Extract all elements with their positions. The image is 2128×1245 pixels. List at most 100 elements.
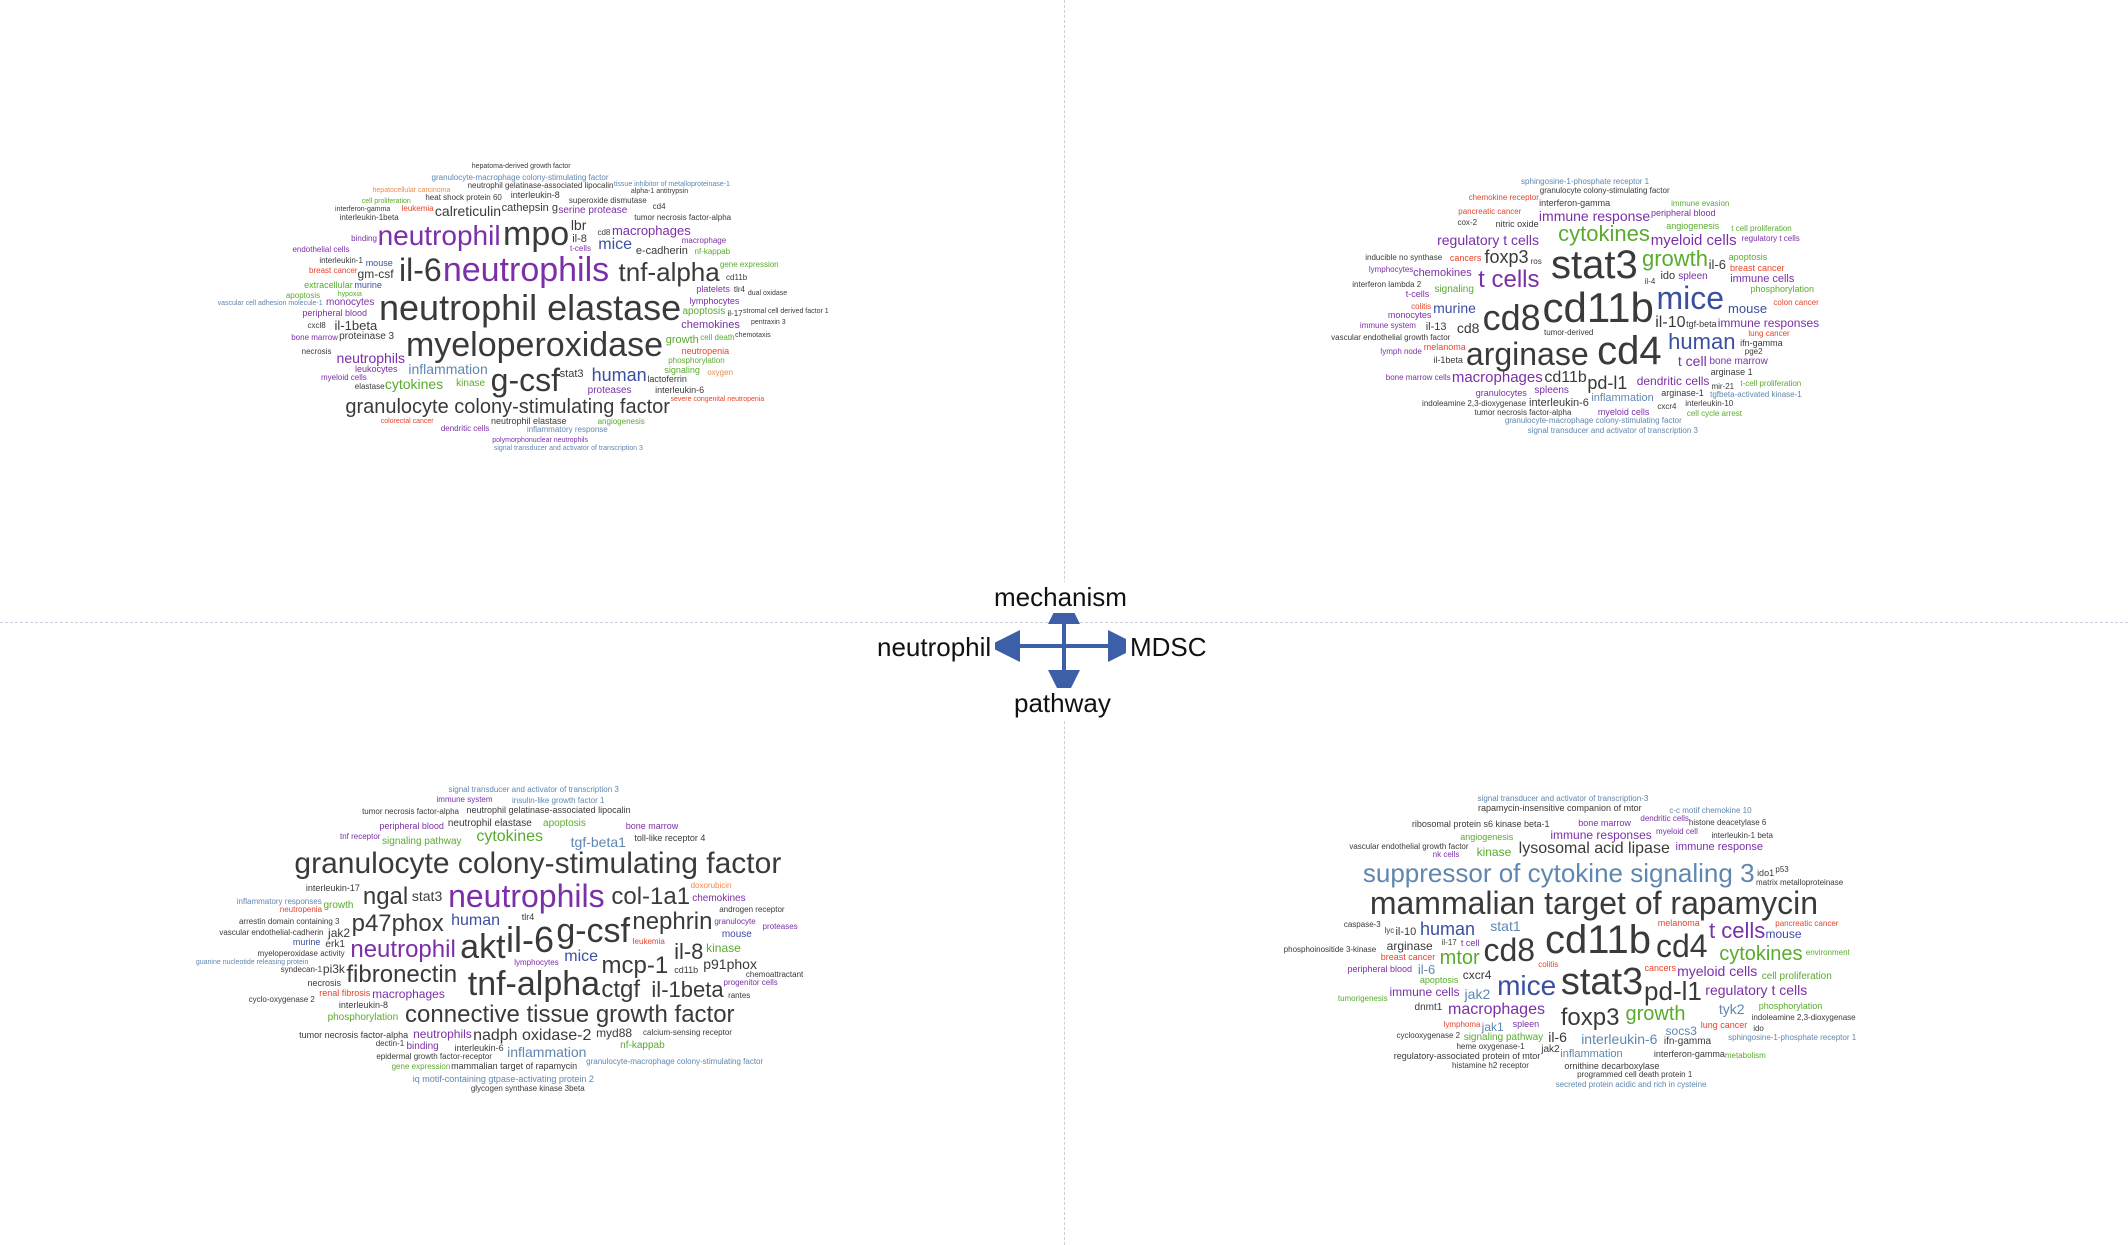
cloud-word: severe congenital neutropenia <box>670 395 765 403</box>
cloud-word: arginase <box>1386 938 1433 953</box>
cloud-word: ctgf <box>601 976 641 1004</box>
cloud-word: myeloid cells <box>320 373 367 383</box>
cloud-word: dendritic cells <box>1636 373 1710 388</box>
cloud-word: tumor necrosis factor-alpha <box>362 807 459 817</box>
cloud-word: cell cycle arrest <box>1686 408 1742 418</box>
cloud-word: leukemia <box>632 937 665 947</box>
cloud-word: kinase <box>456 378 486 390</box>
cloud-word: lymphocytes <box>1368 265 1414 275</box>
cloud-word: androgen receptor <box>719 905 785 915</box>
cloud-word: cytokines <box>1558 220 1650 246</box>
cloud-word: t cell proliferation <box>1731 223 1792 233</box>
cloud-word: peripheral blood <box>1347 963 1413 974</box>
cloud-word: polymorphonuclear neutrophils <box>492 437 588 445</box>
cloud-word: human <box>451 912 501 930</box>
cloud-word: tumor necrosis factor-alpha <box>1474 408 1572 418</box>
cloud-word: leukemia <box>401 204 434 214</box>
cloud-word: stat1 <box>1490 918 1521 935</box>
cloud-word: tumorigenesis <box>1337 994 1388 1004</box>
cloud-word: dual oxidase <box>747 289 788 297</box>
cloud-word: il-6 <box>399 252 442 289</box>
cloud-word: ido <box>1753 1024 1764 1034</box>
cloud-word: mir-21 <box>1711 381 1735 391</box>
cloud-word: dendritic cells <box>1640 814 1689 824</box>
cloud-word: signal transducer and activator of trans… <box>493 445 643 453</box>
cloud-word: pancreatic cancer <box>1775 918 1839 928</box>
cloud-word: immune response <box>1538 207 1651 224</box>
cloud-word: tumor-derived <box>1543 328 1594 338</box>
cloud-word: cxcr4 <box>1657 401 1677 411</box>
cloud-word: bone marrow cells <box>1385 372 1451 382</box>
cloud-word: neutropenia <box>279 905 323 915</box>
cloud-word: macrophages <box>1448 1001 1545 1019</box>
cloud-word: regulatory t cells <box>1705 982 1808 999</box>
cloud-word: chemokines <box>692 892 746 904</box>
cloud-word: neutrophils <box>413 1027 472 1042</box>
cloud-word: phosphorylation <box>1750 284 1815 295</box>
cloud-word: lymphoma <box>1443 1019 1481 1029</box>
cloud-word: mice <box>1497 970 1557 1002</box>
cloud-word: p47phox <box>351 909 444 937</box>
label-mechanism: mechanism <box>990 582 1131 613</box>
cloud-word: akt <box>460 928 506 967</box>
cloud-word: myeloid cells <box>1650 231 1737 249</box>
cloud-word: angiogenesis <box>597 417 645 427</box>
cloud-word: interleukin-6 <box>655 384 705 395</box>
cloud-word: mouse <box>1728 300 1768 316</box>
cloud-word: cell death <box>700 333 735 343</box>
cloud-word: oxygen <box>707 368 734 378</box>
cloud-word: human <box>1419 919 1476 940</box>
cloud-word: glycogen synthase kinase 3beta <box>470 1084 585 1094</box>
cloud-word: ifn-gamma <box>1663 1036 1712 1048</box>
cloud-word: interleukin-17 <box>305 882 360 893</box>
cloud-word: human <box>591 365 647 386</box>
cloud-word: granulocytes <box>1475 387 1527 398</box>
cloud-word: pancreatic cancer <box>1458 206 1522 216</box>
cloud-word: cd8 <box>1456 319 1480 336</box>
cloud-word: cd11b <box>726 272 748 282</box>
cloud-word: human <box>1668 329 1736 355</box>
cloud-word: necrosis <box>301 347 332 357</box>
cloud-word: immune responses <box>1550 827 1652 842</box>
cloud-word: cd4 <box>1656 928 1708 965</box>
cloud-word: nk cells <box>1432 849 1460 859</box>
cloud-word: kinase <box>706 940 741 955</box>
cloud-word: il-10 <box>1395 926 1417 939</box>
cloud-word: il-13 <box>1425 321 1447 334</box>
cloud-word: erk1 <box>325 939 345 951</box>
cloud-word: binding <box>351 233 377 243</box>
cloud-word: tissue inhibitor of metalloproteinase-1 <box>613 180 730 188</box>
cloud-word: inflammatory response <box>526 425 608 435</box>
cloud-word: ido <box>1660 269 1676 282</box>
cloud-word: t-cell proliferation <box>1740 378 1802 388</box>
cloud-word: il-8 <box>674 939 704 965</box>
cloud-word: peripheral blood <box>379 821 444 832</box>
cloud-word: gene expression <box>719 259 779 269</box>
cloud-word: colitis <box>1538 959 1559 969</box>
cloud-word: dendritic cells <box>440 423 490 433</box>
cloud-word: environment <box>1805 948 1850 958</box>
cloud-word: iq motif-containing gtpase-activating pr… <box>412 1073 594 1084</box>
cloud-word: tgfbeta-activated kinase-1 <box>1710 390 1802 400</box>
cloud-word: interleukin-8 <box>510 189 560 200</box>
cloud-word: neutropenia <box>681 345 730 356</box>
cloud-word: e-cadherin <box>635 244 688 257</box>
cloud-word: programmed cell death protein 1 <box>1577 1070 1693 1080</box>
cloud-word: melanoma <box>1657 918 1700 929</box>
cloud-word: vascular cell adhesion molecule-1 <box>217 300 323 308</box>
cloud-word: il-6 <box>506 919 555 960</box>
cloud-word: cyclooxygenase 2 <box>1396 1031 1461 1041</box>
cloud-word: interferon-gamma <box>335 206 391 214</box>
cloud-word: ifn-gamma <box>1740 337 1783 348</box>
cloud-word: phosphorylation <box>327 1011 399 1023</box>
cloud-word: mice <box>598 236 633 254</box>
cloud-word: superoxide dismutase <box>568 195 647 205</box>
cloud-word: neutrophil gelatinase-associated lipocal… <box>466 804 631 815</box>
cloud-word: cd11b <box>674 964 699 975</box>
cloud-word: colitis <box>1411 301 1432 311</box>
cloud-word: ido1 <box>1757 868 1775 879</box>
cloud-word: extracellular <box>304 280 353 291</box>
cloud-word: granulocyte-macrophage colony-stimulatin… <box>1504 416 1682 426</box>
